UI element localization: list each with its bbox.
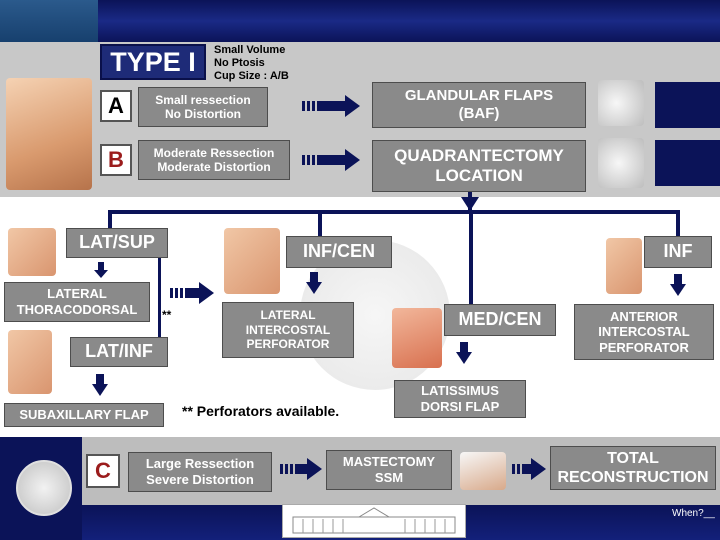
inf-cen-photo (224, 228, 280, 294)
row-b-condition: Moderate Ressection Moderate Distortion (138, 140, 290, 180)
lat-inf-flap: SUBAXILLARY FLAP (4, 403, 164, 427)
med-cen-arrow (456, 342, 472, 364)
row-c-result: TOTAL RECONSTRUCTION (550, 446, 716, 490)
lat-sup-flap: LATERAL THORACODORSAL (4, 282, 150, 322)
med-cen-photo (392, 308, 442, 368)
inf-photo (606, 238, 642, 294)
row-c-letter: C (86, 454, 120, 488)
criteria-cup: Cup Size : A/B (214, 70, 289, 82)
med-cen-label: MED/CEN (444, 304, 556, 336)
lat-sup-arrow (94, 262, 108, 278)
type-label: TYPE I (100, 44, 206, 80)
inf-cen-flap: LATERAL INTERCOSTAL PERFORATOR (222, 302, 354, 358)
tree-drop-inf (676, 210, 680, 236)
row-c-arrow-1 (280, 458, 322, 480)
tree-drop-medcen (469, 210, 473, 306)
row-c-arrow-2 (512, 458, 546, 480)
row-a-result: GLANDULAR FLAPS (BAF) (372, 82, 586, 128)
inf-label: INF (644, 236, 712, 268)
lat-inf-photo (8, 330, 52, 394)
inf-cen-label: INF/CEN (286, 236, 392, 268)
torso-photo (6, 78, 92, 190)
row-b-navy-tab (655, 140, 720, 186)
lat-inf-arrow (92, 374, 108, 396)
row-b-photo (598, 138, 644, 188)
tree-stem-arrowhead (461, 197, 479, 211)
tree-lat-vertical (158, 256, 161, 338)
top-banner (0, 0, 720, 42)
building-illustration (282, 504, 466, 538)
med-cen-flap: LATISSIMUS DORSI FLAP (394, 380, 526, 418)
row-c-photo (460, 452, 506, 490)
criteria-volume: Small Volume (214, 44, 286, 56)
tree-drop-infcen (318, 210, 322, 236)
seal-emblem (16, 460, 72, 516)
row-a-photo (598, 80, 644, 126)
inf-flap: ANTERIOR INTERCOSTAL PERFORATOR (574, 304, 714, 360)
row-a-condition: Small ressection No Distortion (138, 87, 268, 127)
row-c-condition: Large Ressection Severe Distortion (128, 452, 272, 492)
criteria-ptosis: No Ptosis (214, 57, 265, 69)
inf-arrow (670, 274, 686, 296)
row-b-result: QUADRANTECTOMY LOCATION (372, 140, 586, 192)
footer-text: When?__ (672, 508, 715, 519)
lat-to-infcen-arrow (170, 282, 214, 304)
footnote: ** Perforators available. (182, 403, 340, 419)
tree-drop-lat (108, 210, 112, 230)
lat-sup-photo (8, 228, 56, 276)
tree-bar (108, 210, 680, 214)
row-a-navy-tab (655, 82, 720, 128)
row-b-letter: B (100, 144, 132, 176)
lat-inf-label: LAT/INF (70, 337, 168, 367)
row-a-arrow (302, 95, 360, 117)
row-c-mastectomy: MASTECTOMY SSM (326, 450, 452, 490)
type-criteria: Small Volume No Ptosis Cup Size : A/B (214, 44, 289, 83)
row-a-letter: A (100, 90, 132, 122)
asterisk-note: ** (162, 308, 172, 322)
lat-sup-label: LAT/SUP (66, 228, 168, 258)
row-b-arrow (302, 149, 360, 171)
inf-cen-arrow (306, 272, 322, 294)
top-banner-accent (0, 0, 98, 42)
